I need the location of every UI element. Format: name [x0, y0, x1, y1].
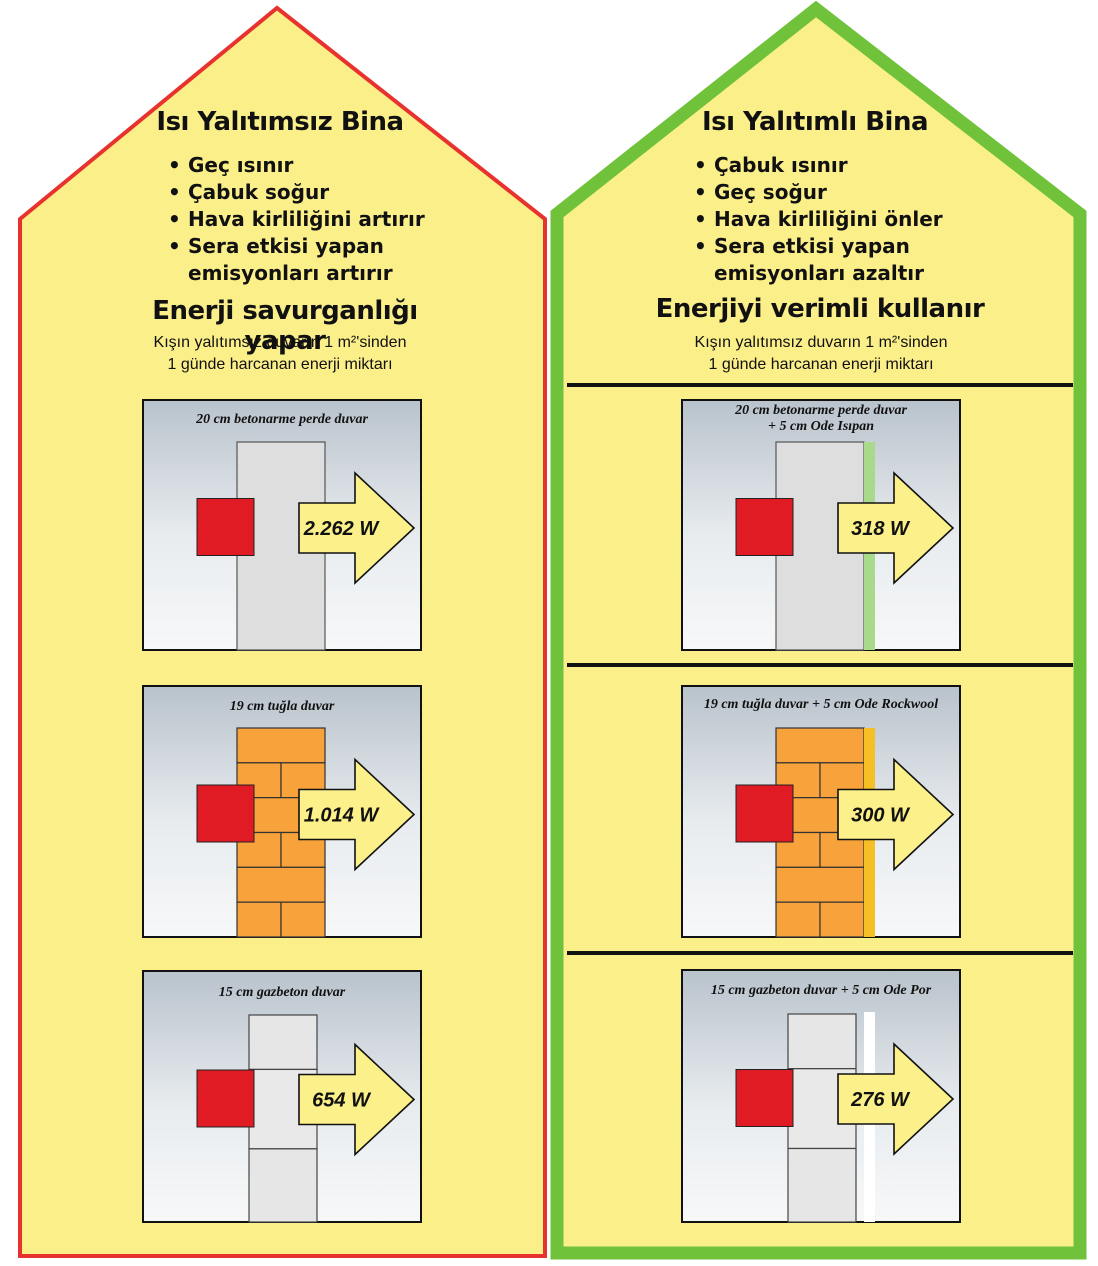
left-panel-1-heat-arrow [298, 471, 416, 585]
right-house-subtitle: Enerjiyi verimli kullanır [655, 294, 985, 324]
left-note-line1: Kışın yalıtımsız duvarın 1 m²'sinden [153, 334, 407, 351]
right-panel-3-heat-source [735, 1069, 794, 1127]
left-panel-3-aac-block [248, 1014, 318, 1071]
left-panel-2-brick [280, 901, 326, 938]
right-panel-2-heat-value: 300 W [851, 805, 911, 827]
right-panel-1-label-line1: 20 cm betonarme perde duvar [735, 403, 907, 418]
right-panel-2-brick [775, 866, 865, 903]
right-panel-1-heat-source [735, 498, 794, 556]
right-bullet: Sera etkisi yapan emisyonları azaltır [694, 233, 1034, 287]
right-note-line2: 1 günde harcanan enerji miktarı [708, 356, 934, 373]
left-bullet: Geç ısınır [168, 152, 498, 179]
right-separator-1 [567, 383, 1073, 387]
right-panel-3-heat-arrow [837, 1042, 955, 1156]
left-panel-1-heat-source [196, 498, 255, 556]
left-bullet: Sera etkisi yapan emisyonları artırır [168, 233, 498, 287]
left-panel-3-heat-arrow [298, 1042, 416, 1157]
right-panel-2-brick [819, 901, 865, 938]
right-bullet: Hava kirliliğini önler [694, 206, 1034, 233]
left-house-subtitle: Enerji savurganlığı yapar [152, 296, 418, 356]
left-panel-2-label: 19 cm tuğla duvar [229, 699, 335, 714]
right-panel-3-label: 15 cm gazbeton duvar + 5 cm Ode Por [710, 983, 932, 998]
left-panel-3-heat-value: 654 W [312, 1090, 372, 1112]
left-panel-2-brick [236, 727, 326, 764]
right-panel-1-label-line2: + 5 cm Ode Isıpan [768, 419, 874, 434]
right-panel-3-heat-value: 276 W [850, 1089, 911, 1111]
left-panel-2-heat-arrow [298, 757, 416, 872]
left-note-line2: 1 günde harcanan enerji miktarı [167, 356, 393, 373]
left-bullet-list: Geç ısınır Çabuk soğur Hava kirliliğini … [168, 152, 498, 287]
right-bullet-list: Çabuk ısınır Geç soğur Hava kirliliğini … [694, 152, 1034, 287]
right-separator-2 [567, 663, 1073, 667]
right-house-title: Isı Yalıtımlı Bina [701, 107, 929, 137]
left-panel-3-label: 15 cm gazbeton duvar [218, 985, 346, 1000]
right-panel-3-aac-block [787, 1147, 857, 1223]
left-panel-3-aac-block [248, 1148, 318, 1223]
right-panel-3-aac-block [787, 1013, 857, 1070]
right-panel-2-brick [775, 901, 821, 938]
left-panel-3-heat-source [196, 1069, 255, 1128]
right-bullet: Çabuk ısınır [694, 152, 1034, 179]
right-bullet: Geç soğur [694, 179, 1034, 206]
left-panel-1-label: 20 cm betonarme perde duvar [196, 412, 368, 427]
left-panel-2-heat-source [196, 784, 255, 843]
right-panel-1-heat-value: 318 W [851, 518, 911, 540]
left-panel-2-brick [236, 866, 326, 903]
right-separator-3 [567, 951, 1073, 955]
right-panel-1-heat-arrow [837, 471, 955, 585]
left-bullet: Hava kirliliğini artırır [168, 206, 498, 233]
right-note-line1: Kışın yalıtımsız duvarın 1 m²'sinden [694, 334, 948, 351]
left-panel-2-brick [236, 901, 282, 938]
left-house-title: Isı Yalıtımsız Bina [156, 107, 404, 137]
left-panel-2-heat-value: 1.014 W [304, 805, 381, 827]
left-panel-1-heat-value: 2.262 W [303, 518, 381, 540]
right-panel-2-brick [775, 727, 865, 764]
left-bullet: Çabuk soğur [168, 179, 498, 206]
right-panel-2-heat-arrow [837, 757, 955, 872]
right-panel-2-label: 19 cm tuğla duvar + 5 cm Ode Rockwool [703, 697, 939, 712]
right-panel-2-heat-source [735, 784, 794, 843]
